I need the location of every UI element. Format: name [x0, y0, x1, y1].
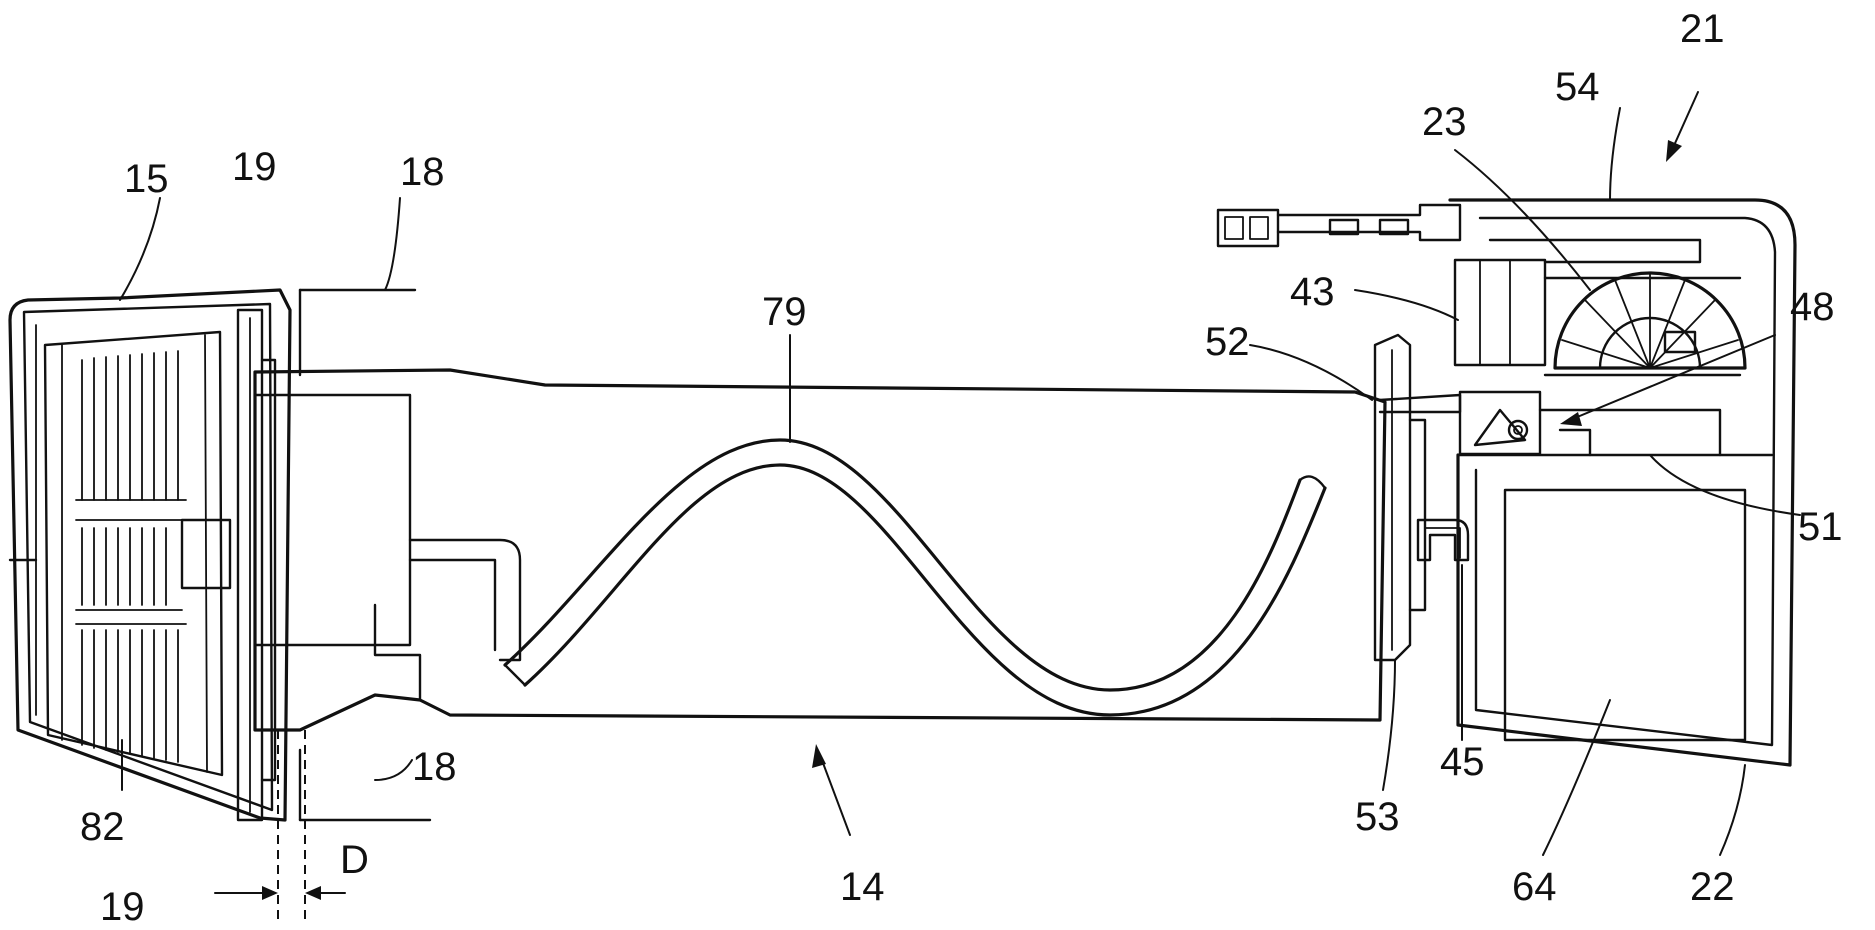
- ref-15: 15: [124, 157, 169, 201]
- fan-wheel-23: [1555, 273, 1745, 368]
- fins-middle: [76, 520, 182, 610]
- fins-lower: [76, 624, 186, 762]
- ref-21: 21: [1680, 7, 1725, 51]
- ref-45: 45: [1440, 740, 1485, 784]
- ref-53: 53: [1355, 795, 1400, 839]
- ref-d: D: [340, 838, 369, 882]
- right-housing: [1450, 200, 1795, 765]
- ref-82: 82: [80, 805, 125, 849]
- reference-numerals: 15 19 18 79 52 43 23 54 21 48 51 82 18 D…: [80, 7, 1843, 929]
- ref-22: 22: [1690, 865, 1735, 909]
- ref-14: 14: [840, 865, 885, 909]
- valve-mechanism: [1380, 392, 1720, 455]
- ref-18-bottom: 18: [412, 745, 457, 789]
- left-end-cap: [10, 290, 290, 820]
- ref-48: 48: [1790, 285, 1835, 329]
- serpentine-pipe: [505, 440, 1325, 715]
- dimension-d: [215, 730, 345, 925]
- ref-19-top: 19: [232, 145, 277, 189]
- ref-64: 64: [1512, 865, 1557, 909]
- ref-79: 79: [762, 290, 807, 334]
- ref-52: 52: [1205, 320, 1250, 364]
- fin-block: [45, 332, 230, 775]
- ref-18-top: 18: [400, 150, 445, 194]
- ref-51: 51: [1798, 505, 1843, 549]
- ref-19-bottom: 19: [100, 885, 145, 929]
- connector-cable: [1218, 205, 1460, 246]
- fins-upper: [76, 351, 186, 500]
- ref-54: 54: [1555, 65, 1600, 109]
- main-tube: [255, 370, 1385, 730]
- ref-43: 43: [1290, 270, 1335, 314]
- ref-23: 23: [1422, 100, 1467, 144]
